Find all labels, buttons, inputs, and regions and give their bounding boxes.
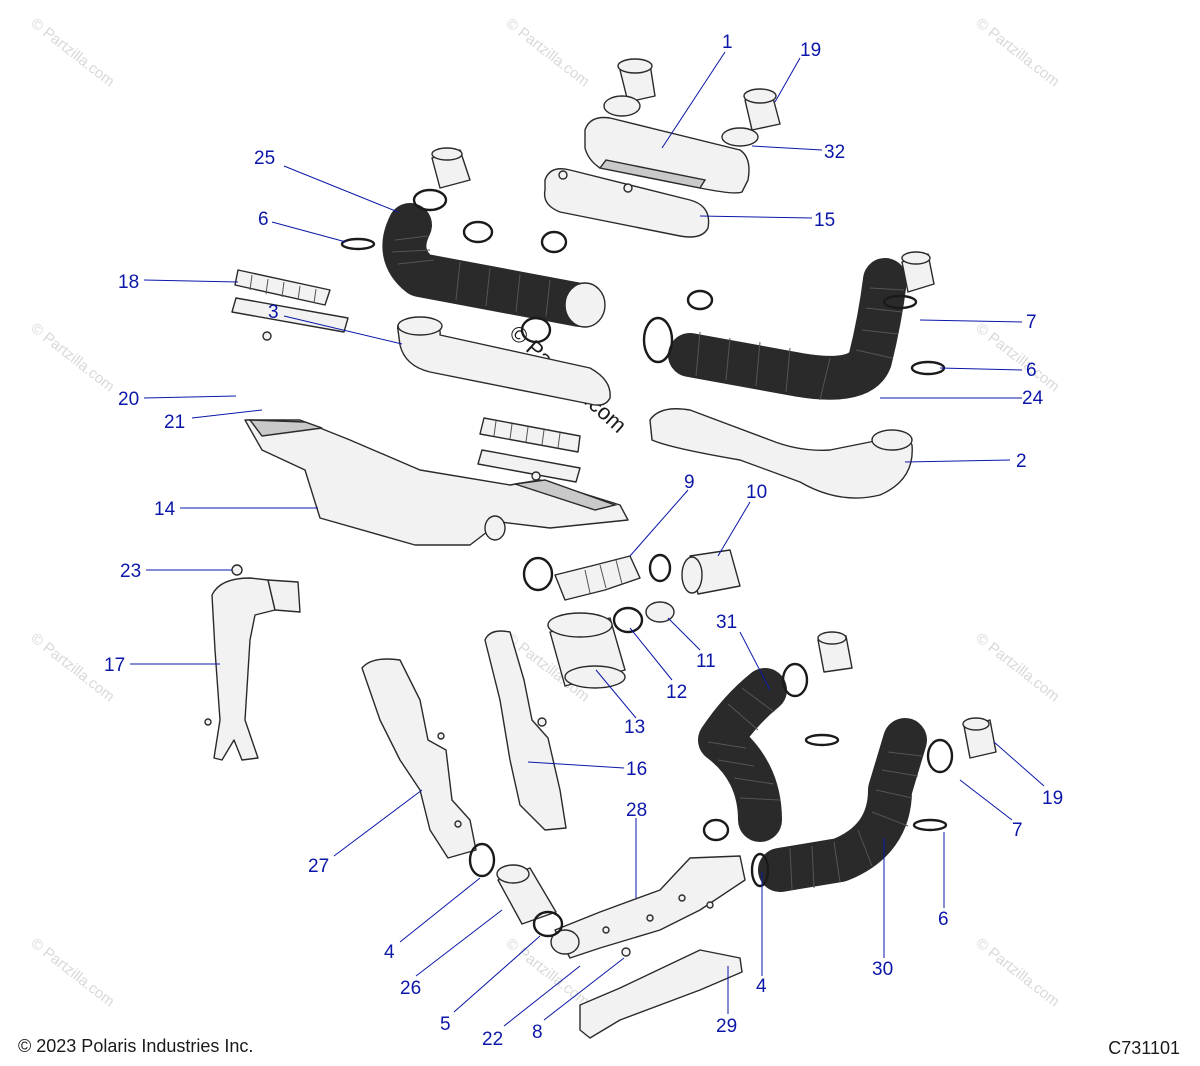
hose-25 (382, 147, 606, 328)
callout-4: 4 (384, 942, 395, 963)
callout-6: 6 (1026, 360, 1037, 381)
copyright-text: © 2023 Polaris Industries Inc. (18, 1036, 254, 1056)
callout-9: 9 (684, 472, 695, 493)
watermark-text: © Partzilla.com (973, 630, 1063, 706)
callout-2: 2 (1016, 451, 1027, 472)
watermark-text: © Partzilla.com (973, 935, 1063, 1011)
callout-20: 20 (118, 389, 139, 410)
guard-29 (579, 947, 743, 1039)
callout-numbers: 1 19 32 25 6 15 3 7 6 18 24 20 21 2 9 10… (104, 32, 1063, 1050)
callout-15: 15 (814, 210, 835, 231)
callout-7: 7 (1026, 312, 1037, 333)
plenum-14 (244, 419, 629, 546)
callout-6: 6 (258, 209, 269, 230)
duct-28 (550, 855, 746, 959)
callout-21: 21 (164, 412, 185, 433)
callout-22: 22 (482, 1029, 503, 1050)
callout-19: 19 (800, 40, 821, 61)
duct-3 (396, 316, 611, 406)
callout-29: 29 (716, 1016, 737, 1037)
callout-28: 28 (626, 800, 647, 821)
callout-13: 13 (624, 717, 645, 738)
callout-4: 4 (756, 976, 767, 997)
callout-7: 7 (1012, 820, 1023, 841)
callout-1: 1 (722, 32, 733, 53)
coupler-26 (468, 842, 564, 938)
coupler-19-top (603, 58, 781, 147)
callout-30: 30 (872, 959, 893, 980)
duct-17 (204, 564, 301, 761)
hose-24 (642, 251, 946, 401)
watermark-text: © Partzilla.com (28, 320, 118, 396)
callout-31: 31 (716, 612, 737, 633)
callout-12: 12 (666, 682, 687, 703)
callout-27: 27 (308, 856, 329, 877)
duct-housing-upper (584, 116, 750, 194)
callout-3: 3 (268, 302, 279, 323)
watermark-text: © Partzilla.com (503, 15, 593, 91)
callout-10: 10 (746, 482, 767, 503)
watermark-text: © Partzilla.com (973, 15, 1063, 91)
callout-5: 5 (440, 1014, 451, 1035)
callout-16: 16 (626, 759, 647, 780)
callout-32: 32 (824, 142, 845, 163)
duct-16 (484, 630, 567, 831)
hose-30 (750, 717, 997, 892)
callout-18: 18 (118, 272, 139, 293)
filter-13 (547, 612, 626, 689)
duct-27 (361, 658, 477, 859)
drawing-number: C731101 (1108, 1038, 1180, 1058)
hose-31 (698, 631, 853, 842)
watermark-text: © Partzilla.com (28, 15, 118, 91)
callout-19: 19 (1042, 788, 1063, 809)
callout-24: 24 (1022, 388, 1044, 409)
watermark-text: © Partzilla.com (973, 320, 1063, 396)
watermark-text: © Partzilla.com (28, 935, 118, 1011)
part-drawings (204, 58, 997, 1039)
callout-23: 23 (120, 561, 141, 582)
callout-17: 17 (104, 655, 125, 676)
coupler-10 (681, 549, 741, 595)
callout-11: 11 (696, 651, 716, 672)
vent-grille-18 (231, 269, 581, 483)
callout-8: 8 (532, 1022, 543, 1043)
duct-2 (649, 408, 913, 499)
callout-26: 26 (400, 978, 421, 999)
duct-housing-lower (543, 168, 710, 238)
rings-11-12 (612, 601, 675, 634)
leader-lines (130, 51, 1045, 1027)
callout-6: 6 (938, 909, 949, 930)
callout-25: 25 (254, 148, 275, 169)
clamps-25 (340, 188, 568, 344)
callout-14: 14 (154, 499, 176, 520)
hose-9 (522, 553, 672, 601)
